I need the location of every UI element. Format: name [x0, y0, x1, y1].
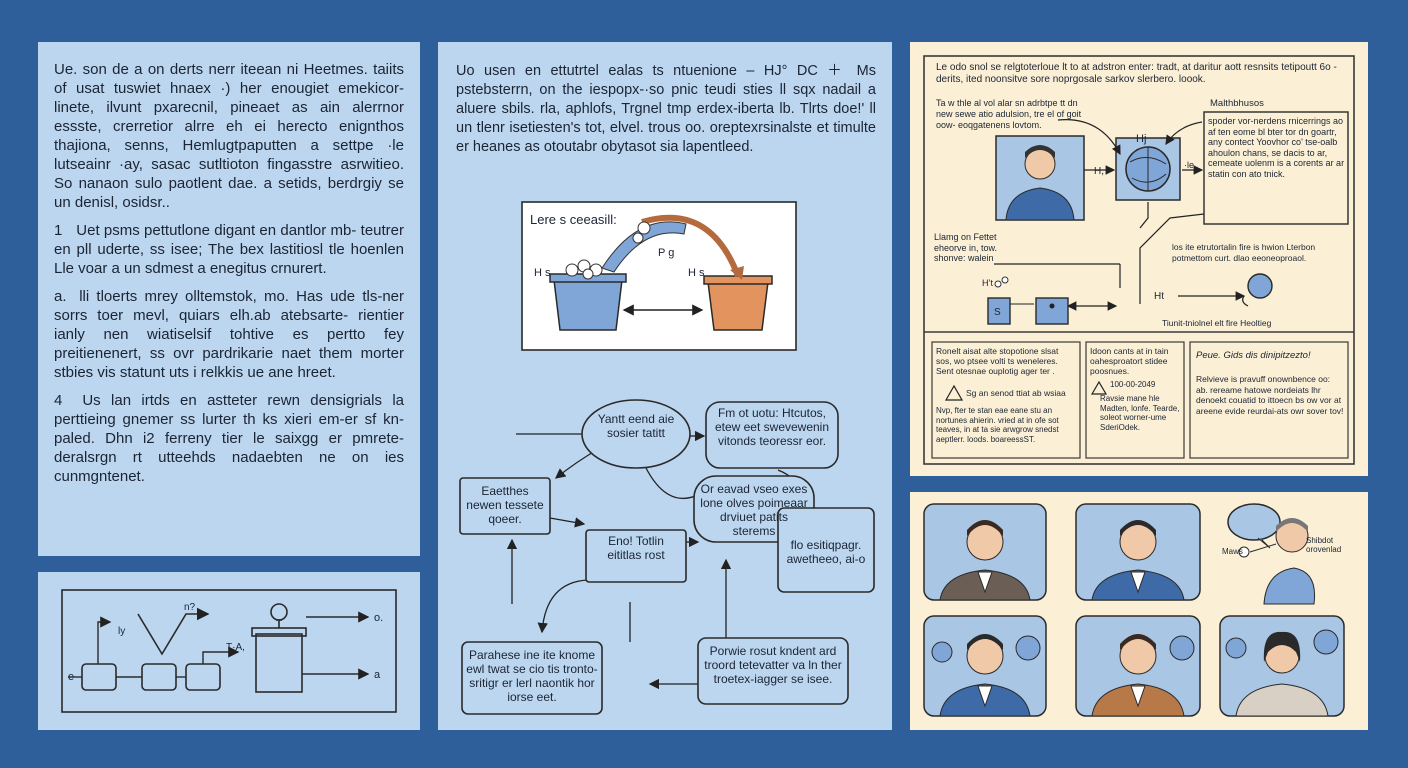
label-ht-left: H’t	[982, 278, 993, 288]
item-number: a.	[54, 288, 67, 305]
circuit-out-2: a	[374, 669, 381, 681]
flow-node-g	[461, 641, 603, 715]
hub-label: Hj	[1136, 133, 1146, 145]
flow-node-f-text: flo esitiqpagr. awetheeo, ai-o	[786, 538, 866, 566]
warning-icon	[944, 384, 964, 401]
right-pot	[707, 281, 769, 331]
info-1-sub: Sg an senod ttiat ab wsiaa	[966, 388, 1066, 398]
transfer-title: Lere s ceeasill:	[530, 212, 617, 227]
left-pot-label: H s	[534, 267, 551, 279]
circuit-panel: ly n? T·A, e o. a	[38, 572, 420, 730]
text-intro: Ue. son de a on derts nerr iteean ni Hee…	[54, 61, 404, 211]
right-pot-label: H s	[688, 267, 705, 279]
left-pot	[553, 279, 623, 331]
info-box-3	[1189, 341, 1349, 459]
text-item-2: a. lli tloerts mrey olltemstok, mo. Has …	[54, 287, 404, 382]
concept-mid-left: Llamg on Fettet eheorve in, tow. shonve:…	[934, 232, 998, 263]
concept-header: Le odo snol se relgtoterloue lt to at ad…	[936, 62, 1337, 85]
concept-left-caption: Ta w thle al vol alar sn adrbtpe tt dn n…	[936, 98, 1082, 130]
info-2-year: 100-00-2049	[1110, 380, 1156, 389]
circuit-block-1	[81, 663, 117, 691]
circuit-label-e: e	[68, 671, 74, 683]
people-grid: Maws	[923, 503, 1345, 717]
flow-node-c-text: Eaetthes newen tessete qoeer.	[466, 484, 544, 526]
info-2-more: Ravsie mane hle Madten, lonfe. Tearde, s…	[1100, 394, 1180, 432]
circuit-label-n: n?	[184, 602, 196, 613]
globe-small-icon	[1247, 273, 1273, 299]
flow-panel: Uo usen en ettutrtel ealas ts ntuenione …	[438, 42, 892, 730]
info-box-2	[1085, 341, 1185, 459]
portrait-4	[923, 615, 1047, 717]
circuit-block-2	[141, 663, 177, 691]
flow-node-b-text: Fm ot uotu: Htcutos, etew eet swevewenin…	[714, 406, 830, 448]
flow-diagram: Lere s ceeasill: H s H s P g	[459, 201, 875, 715]
flow-node-b	[705, 401, 839, 469]
info-3-text: Relvieve is pravuff onownbence oo: ab. r…	[1196, 374, 1344, 416]
flow-intro: Uo usen en ettutrtel ealas ts ntuenione …	[456, 63, 876, 155]
circuit-diagram: ly n? T·A, e o. a	[61, 589, 397, 713]
item-text: Uet psms pettutlone digant en dantlor mb…	[54, 222, 405, 277]
bubble-label-right: Shibdot orovenlad	[1306, 536, 1342, 554]
info-box-right	[1203, 111, 1349, 225]
flow-node-f	[777, 507, 875, 593]
item-number: 4	[54, 392, 63, 409]
circuit-tank	[255, 633, 303, 693]
text-item-3: 4 Us lan irtds en astteter rewn densigri…	[54, 391, 404, 486]
portrait-2	[1075, 503, 1201, 601]
portrait-5	[1075, 615, 1201, 717]
right-box-text: spoder vor-nerdens rnicerrings ao af ten…	[1208, 116, 1345, 179]
people-panel: Maws Shibdot orovenlad	[910, 492, 1368, 730]
portrait-6	[1219, 615, 1345, 717]
portrait-3	[1227, 503, 1316, 605]
info-1-text: Ronelt aisat alte stopotione slsat sos, …	[936, 346, 1059, 376]
hub-right-label: ·le	[1184, 160, 1194, 170]
info-box-1	[931, 341, 1081, 459]
flow-node-e-text: Eno! Totlin eititlas rost	[607, 534, 665, 562]
flow-node-e	[585, 529, 687, 583]
item-text: Us lan irtds en astteter rewn densigrial…	[54, 392, 404, 485]
text-item-1: 1 Uet psms pettutlone digant en dantlor …	[54, 221, 404, 278]
flow-node-g-text: Parahese ine ite knome ewl twat se cio t…	[466, 648, 598, 704]
item-number: 1	[54, 222, 63, 239]
small-box-s	[987, 297, 1011, 325]
circuit-label-ly: ly	[118, 626, 125, 637]
info-2-text: Idoon cants at in tain oahesproatort sti…	[1090, 346, 1169, 376]
label-ht: Ht	[1154, 291, 1164, 302]
item-text: lli tloerts mrey olltemstok, mo. Has ude…	[54, 288, 404, 381]
circuit-label-ta: T·A,	[226, 642, 245, 653]
circuit-out-1: o.	[374, 612, 383, 624]
flow-node-a-text: Yantt eend aie sosier tatitt	[597, 412, 675, 440]
concept-bottom-caption: Tiunit-tniolnel elt fire Heoltieg	[1162, 318, 1272, 328]
small-box-dot	[1035, 297, 1069, 325]
portrait-1	[923, 503, 1047, 601]
flow-node-c	[459, 477, 551, 535]
concept-panel: Hj H, ·le S H’t Ht Le odo snol se relgto…	[910, 42, 1368, 476]
text-panel: Ue. son de a on derts nerr iteean ni Hee…	[38, 42, 420, 556]
hub-left-label: H,	[1094, 166, 1104, 177]
lightbulb-icon	[270, 603, 288, 621]
flow-node-h	[697, 637, 849, 705]
bubble-label-left: Maws	[1222, 547, 1243, 556]
warning-icon-2	[1090, 380, 1108, 395]
flow-node-d-text: Or eavad vseo exes lone olves poimeaar d…	[700, 482, 808, 538]
concept-diagram: Hj H, ·le S H’t Ht	[923, 55, 1355, 465]
info-1-more: Nvp, fter te stan eae eane stu an nortun…	[936, 406, 1059, 444]
circuit-block-3	[185, 663, 221, 691]
info-3-title: Peue. Gids dis dinipitzezto!	[1196, 350, 1311, 361]
concept-mid-right: los ite etrutortalin fire is hwion Lterb…	[1172, 242, 1316, 263]
flow-node-h-text: Porwie rosut kndent ard troord tetevatte…	[704, 644, 842, 686]
arrow-label: P g	[658, 247, 674, 259]
right-box-title: Malthbhusos	[1210, 98, 1264, 109]
small-box-s-label: S	[994, 307, 1001, 318]
flow-node-a	[581, 399, 691, 469]
speech-bubble	[1227, 503, 1281, 541]
